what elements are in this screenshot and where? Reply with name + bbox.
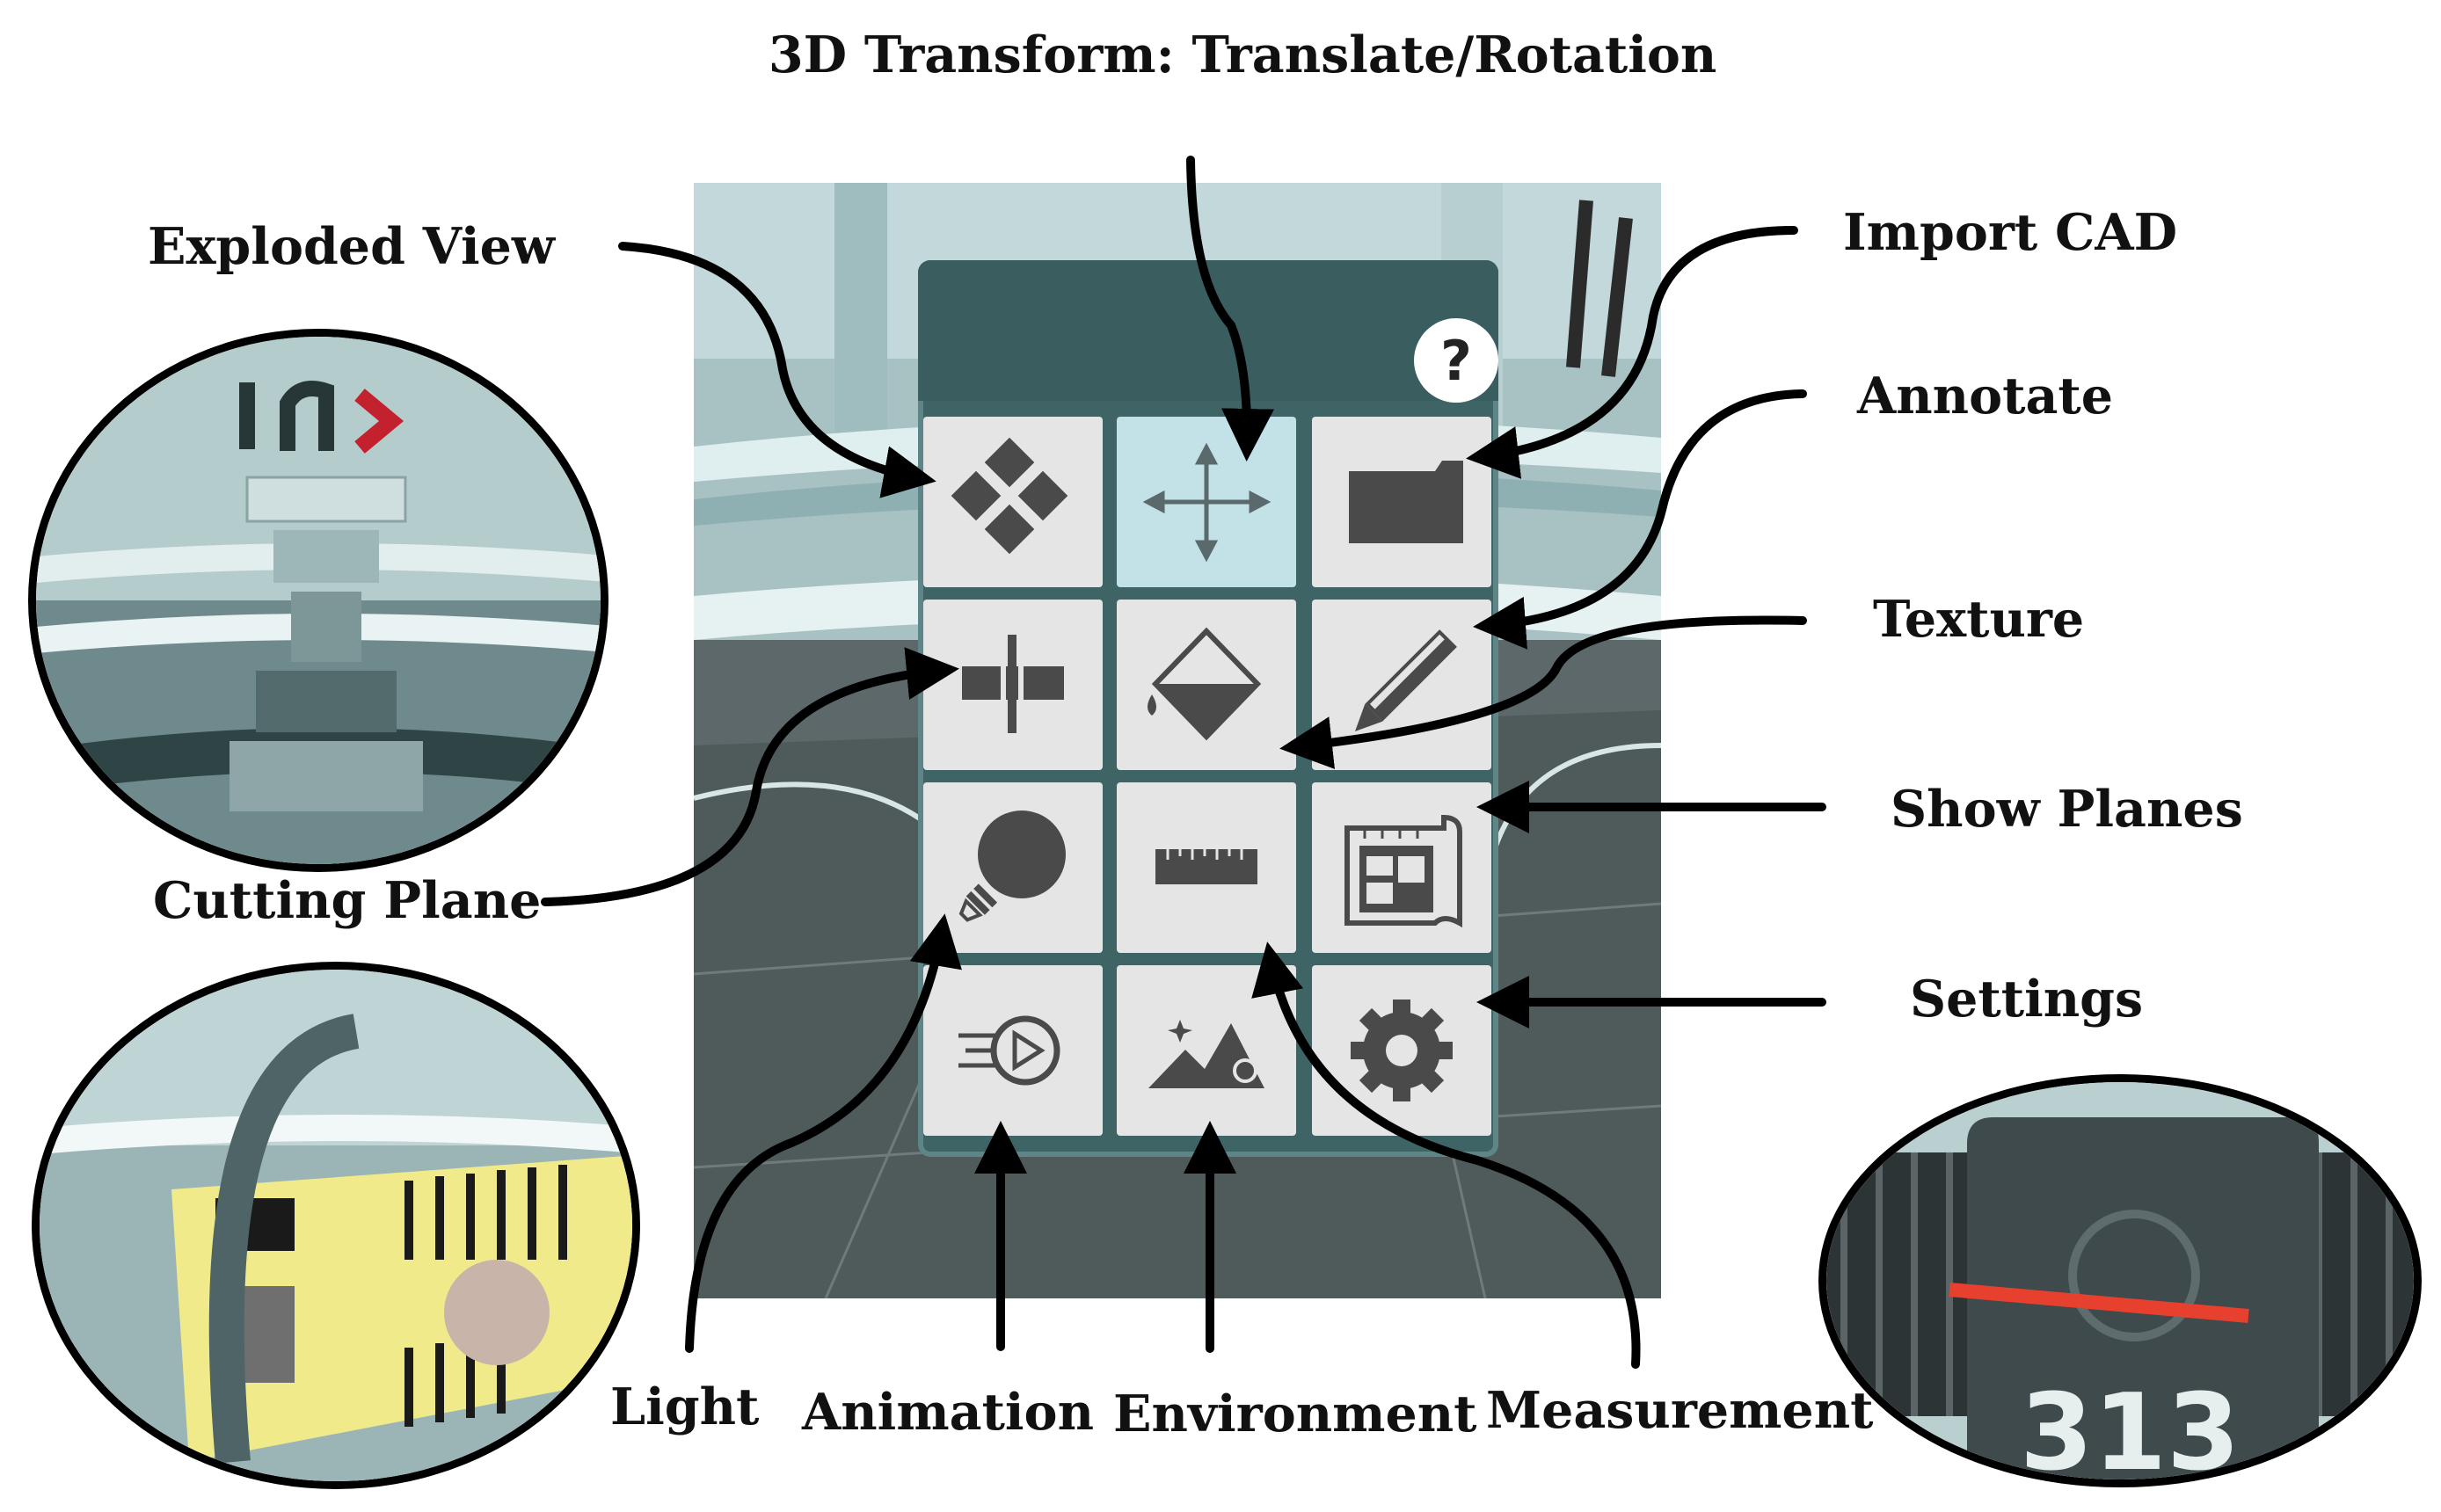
label-measurement: Measurement bbox=[1486, 1381, 1874, 1440]
measurement-scene: 313 bbox=[1826, 1082, 2414, 1487]
measurement-button[interactable] bbox=[1117, 782, 1296, 953]
measurement-readout: 313 bbox=[2020, 1372, 2241, 1487]
cutting-plane-button[interactable] bbox=[923, 600, 1103, 770]
animation-play-icon bbox=[958, 1015, 1060, 1086]
translate-rotate-button[interactable] bbox=[1117, 417, 1296, 587]
exploded-model-scene bbox=[36, 337, 601, 864]
exploded-view-icon bbox=[951, 437, 1068, 555]
import-cad-button[interactable] bbox=[1312, 417, 1491, 587]
vr-tool-menu: ? bbox=[918, 260, 1498, 1157]
label-texture: Texture bbox=[1873, 590, 2085, 649]
animation-button[interactable] bbox=[923, 965, 1103, 1136]
menu-header bbox=[918, 260, 1498, 401]
settings-button[interactable] bbox=[1312, 965, 1491, 1136]
label-settings: Settings bbox=[1910, 970, 2144, 1029]
show-planes-button[interactable] bbox=[1312, 782, 1491, 953]
light-button[interactable] bbox=[923, 782, 1103, 953]
cutting-plane-icon bbox=[962, 635, 1064, 733]
texture-fill-icon bbox=[1148, 627, 1262, 741]
vr-scene: ? bbox=[694, 183, 1661, 1298]
label-animation: Animation bbox=[802, 1383, 1095, 1442]
help-button[interactable]: ? bbox=[1414, 318, 1498, 403]
label-light: Light bbox=[610, 1378, 760, 1436]
label-exploded-view: Exploded View bbox=[148, 217, 555, 276]
logo-mark bbox=[354, 389, 404, 454]
label-annotate: Annotate bbox=[1857, 367, 2113, 425]
environment-button[interactable] bbox=[1117, 965, 1296, 1136]
label-show-planes: Show Planes bbox=[1891, 780, 2243, 839]
translate-rotate-icon bbox=[1142, 442, 1272, 563]
label-import-cad: Import CAD bbox=[1843, 203, 2178, 262]
cutting-plane-inset bbox=[32, 962, 640, 1489]
gear-icon bbox=[1351, 1000, 1453, 1101]
diagram-title: 3D Transform: Translate/Rotation bbox=[769, 25, 1717, 84]
lightbulb-icon bbox=[958, 811, 1066, 922]
pencil-icon bbox=[1354, 629, 1457, 732]
blueprint-icon bbox=[1344, 814, 1462, 928]
exploded-view-button[interactable] bbox=[923, 417, 1103, 587]
label-environment: Environment bbox=[1113, 1385, 1477, 1443]
label-cutting-plane: Cutting Plane bbox=[153, 871, 542, 930]
folder-icon bbox=[1349, 461, 1463, 543]
annotate-button[interactable] bbox=[1312, 600, 1491, 770]
ruler-icon bbox=[1155, 849, 1257, 884]
measurement-inset: 313 bbox=[1818, 1074, 2422, 1487]
exploded-view-inset bbox=[28, 329, 608, 872]
cutaway-model-scene bbox=[40, 970, 632, 1481]
texture-button[interactable] bbox=[1117, 600, 1296, 770]
environment-mountain-icon bbox=[1148, 1020, 1264, 1088]
